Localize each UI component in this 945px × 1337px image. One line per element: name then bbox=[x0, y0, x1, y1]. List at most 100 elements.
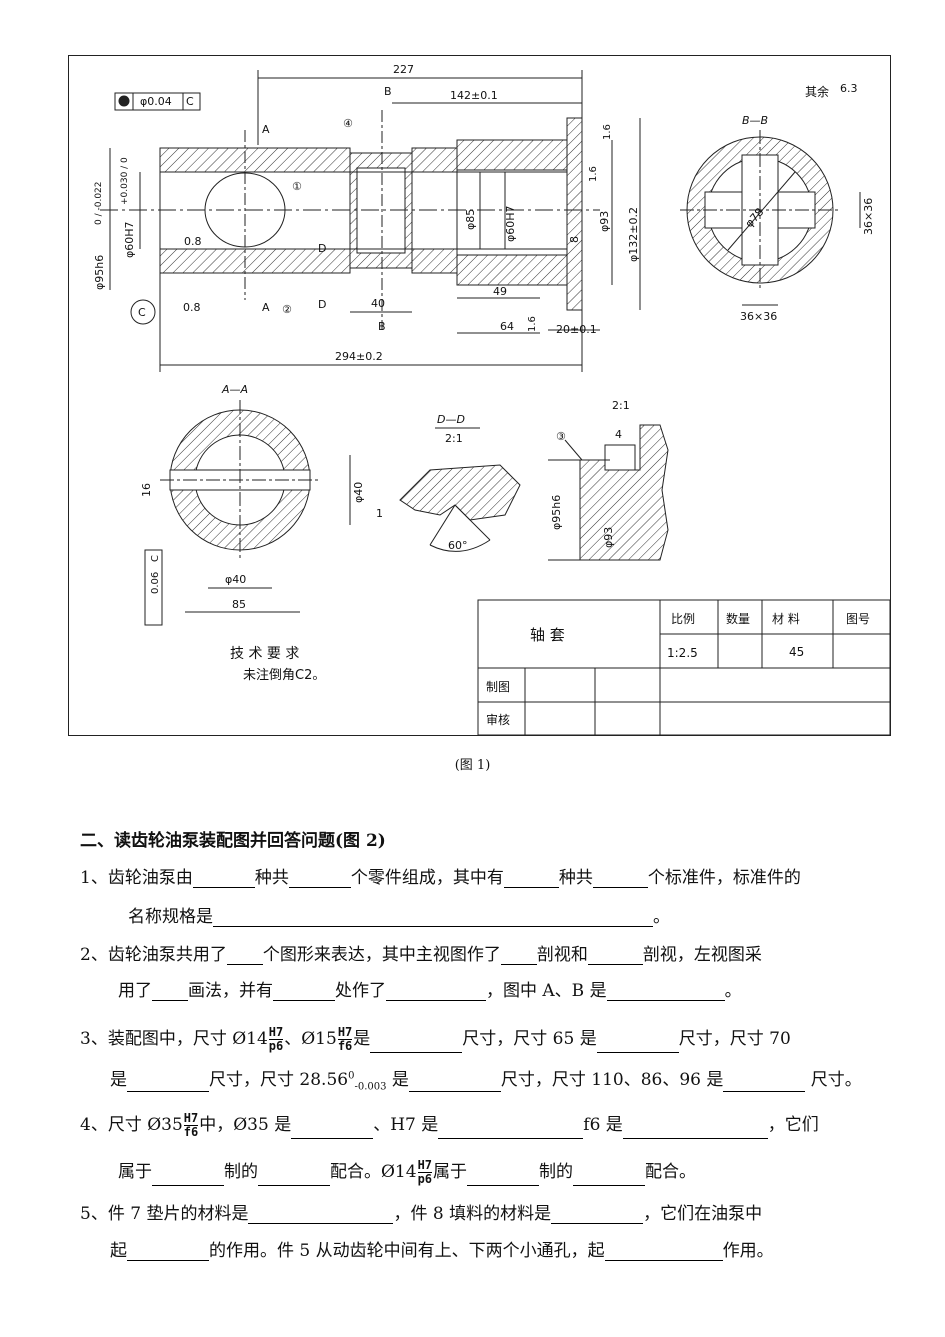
tb-scale: 1:2.5 bbox=[667, 646, 698, 660]
answer-blank[interactable] bbox=[213, 908, 653, 927]
tol-ref: C bbox=[186, 95, 194, 108]
answer-blank[interactable] bbox=[370, 1034, 463, 1053]
tb-h-no: 图号 bbox=[846, 612, 870, 626]
detail-d4: 4 bbox=[615, 428, 622, 441]
aa-tol: 0.06 bbox=[150, 572, 161, 594]
detail-scale: 2:1 bbox=[612, 399, 630, 412]
question-5-line1: 5、件 7 垫片的材料是，件 8 填料的材料是，它们在油泵中 bbox=[80, 1204, 763, 1224]
section-bb-view bbox=[680, 130, 861, 306]
answer-blank[interactable] bbox=[622, 1120, 768, 1139]
question-1-line2: 名称规格是。 bbox=[128, 907, 670, 927]
dd-d1: 1 bbox=[376, 507, 383, 520]
answer-blank[interactable] bbox=[258, 1167, 330, 1186]
dim-20: 20±0.1 bbox=[556, 323, 597, 336]
aa-ref: C bbox=[150, 555, 161, 562]
dim-phi60-b: φ60H7 bbox=[504, 205, 517, 242]
answer-blank[interactable] bbox=[500, 946, 537, 965]
answer-blank[interactable] bbox=[226, 946, 263, 965]
dim-227: 227 bbox=[393, 63, 414, 76]
answer-blank[interactable] bbox=[248, 1205, 394, 1224]
detail-phi95: φ95h6 bbox=[550, 495, 563, 530]
answer-blank[interactable] bbox=[408, 1073, 501, 1093]
dim-phi60: φ60H7 bbox=[123, 221, 136, 258]
aa-phi40a: φ40 bbox=[352, 482, 365, 503]
aa-phi40b: φ40 bbox=[225, 573, 246, 586]
tb-part-name: 轴 套 bbox=[530, 626, 565, 644]
bb-d1: 36×36 bbox=[862, 198, 875, 235]
answer-blank[interactable] bbox=[127, 1073, 209, 1093]
tech-title: 技 术 要 求 bbox=[230, 646, 299, 662]
question-2-line2: 用了画法，并有处作了，图中 A、B 是。 bbox=[118, 981, 742, 1001]
dim-phi85: φ85 bbox=[464, 209, 477, 230]
label-b-top: B bbox=[384, 85, 392, 98]
technical-drawing: 227 142±0.1 294±0.2 40 49 64 20±0.1 φ0.0… bbox=[93, 63, 891, 736]
answer-blank[interactable] bbox=[467, 1167, 540, 1186]
tolerance-frame bbox=[114, 92, 201, 111]
tb-checked: 审核 bbox=[486, 712, 510, 727]
tech-text: 未注倒角C2。 bbox=[243, 668, 325, 683]
label-d-bot: D bbox=[318, 298, 326, 311]
answer-blank[interactable] bbox=[592, 869, 648, 888]
answer-blank[interactable] bbox=[192, 869, 255, 888]
tb-drawn: 制图 bbox=[486, 680, 510, 694]
rest-value: 6.3 bbox=[840, 82, 858, 95]
tb-h-qty: 数量 bbox=[726, 611, 750, 626]
callout-2: ② bbox=[282, 303, 292, 316]
answer-blank[interactable] bbox=[386, 982, 486, 1001]
callout-3: ③ bbox=[556, 430, 566, 443]
label-b-bot: B bbox=[378, 320, 386, 333]
aa-d85: 85 bbox=[232, 598, 246, 611]
answer-blank[interactable] bbox=[152, 1167, 224, 1186]
title-block bbox=[477, 599, 891, 736]
dim-phi60-tol: +0.030 / 0 bbox=[120, 157, 130, 205]
answer-blank[interactable] bbox=[127, 1242, 209, 1261]
answer-blank[interactable] bbox=[606, 982, 725, 1001]
dim-294: 294±0.2 bbox=[335, 350, 383, 363]
dim-phi95: φ95h6 bbox=[93, 255, 106, 290]
rough-08b: 0.8 bbox=[183, 301, 201, 314]
question-5-line2: 起的作用。件 5 从动齿轮中间有上、下两个小通孔，起作用。 bbox=[110, 1241, 774, 1261]
answer-blank[interactable] bbox=[604, 1242, 723, 1261]
tol-value: φ0.04 bbox=[140, 95, 172, 108]
dim-64: 64 bbox=[500, 320, 514, 333]
dd-angle: 60° bbox=[448, 539, 468, 552]
question-3-line2: 是尺寸，尺寸 28.560-0.003 是尺寸，尺寸 110、86、96 是 尺… bbox=[110, 1070, 862, 1093]
answer-blank[interactable] bbox=[596, 1034, 679, 1053]
dd-scale: 2:1 bbox=[445, 432, 463, 445]
datum-circle bbox=[130, 299, 156, 325]
section-aa-view bbox=[144, 400, 351, 626]
dim-phi93: φ93 bbox=[598, 211, 611, 232]
label-a-bot: A bbox=[262, 301, 270, 314]
answer-blank[interactable] bbox=[288, 869, 351, 888]
callout-1: ① bbox=[292, 180, 302, 193]
question-2-line1: 2、齿轮油泵共用了个图形来表达，其中主视图作了剖视和剖视，左视图采 bbox=[80, 945, 762, 965]
answer-blank[interactable] bbox=[587, 946, 643, 965]
answer-blank[interactable] bbox=[723, 1073, 806, 1093]
label-d-top: D bbox=[318, 242, 326, 255]
answer-blank[interactable] bbox=[573, 1167, 646, 1186]
answer-blank[interactable] bbox=[291, 1120, 374, 1139]
answer-blank[interactable] bbox=[438, 1120, 584, 1139]
label-a-top: A bbox=[262, 123, 270, 136]
answer-blank[interactable] bbox=[152, 982, 188, 1001]
tb-material: 45 bbox=[789, 645, 804, 659]
answer-blank[interactable] bbox=[551, 1205, 644, 1224]
aa-title: A—A bbox=[221, 383, 248, 396]
bb-d2: 36×36 bbox=[740, 310, 777, 323]
dim-8: 8 bbox=[568, 236, 581, 243]
tb-h-scale: 比例 bbox=[671, 612, 695, 626]
main-view bbox=[100, 110, 600, 330]
detail-phi93: φ93 bbox=[602, 527, 615, 548]
figure-caption: (图 1) bbox=[454, 758, 491, 773]
answer-blank[interactable] bbox=[503, 869, 559, 888]
dim-phi132: φ132±0.2 bbox=[627, 207, 640, 262]
answer-blank[interactable] bbox=[273, 982, 335, 1001]
section-dd-view bbox=[399, 427, 521, 552]
dim-phi95-tol: 0 / -0.022 bbox=[94, 182, 104, 226]
